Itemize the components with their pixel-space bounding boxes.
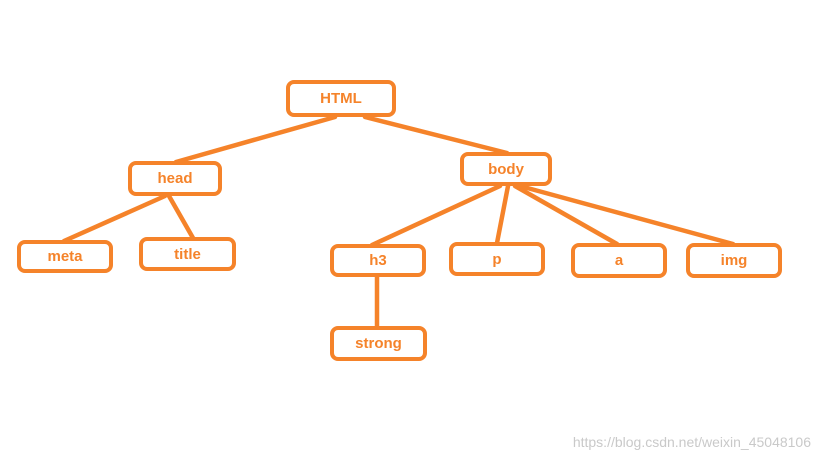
edge-body-a [512, 183, 620, 247]
node-head: head [128, 161, 222, 196]
node-meta: meta [17, 240, 113, 273]
node-html: HTML [286, 80, 396, 117]
node-a: a [571, 243, 667, 278]
edge-body-p [494, 183, 511, 246]
edge-body-h3 [369, 183, 503, 248]
watermark-text: https://blog.csdn.net/weixin_45048106 [572, 434, 811, 450]
edge-head-title [166, 193, 196, 241]
edge-html-body [362, 114, 510, 156]
node-body: body [460, 152, 552, 186]
node-title: title [139, 237, 236, 271]
node-h3: h3 [330, 244, 426, 277]
edge-html-head [173, 114, 338, 165]
edge-body-img [517, 183, 736, 247]
node-img: img [686, 243, 782, 278]
node-strong: strong [330, 326, 427, 361]
node-p: p [449, 242, 545, 276]
edge-head-meta [61, 193, 168, 244]
